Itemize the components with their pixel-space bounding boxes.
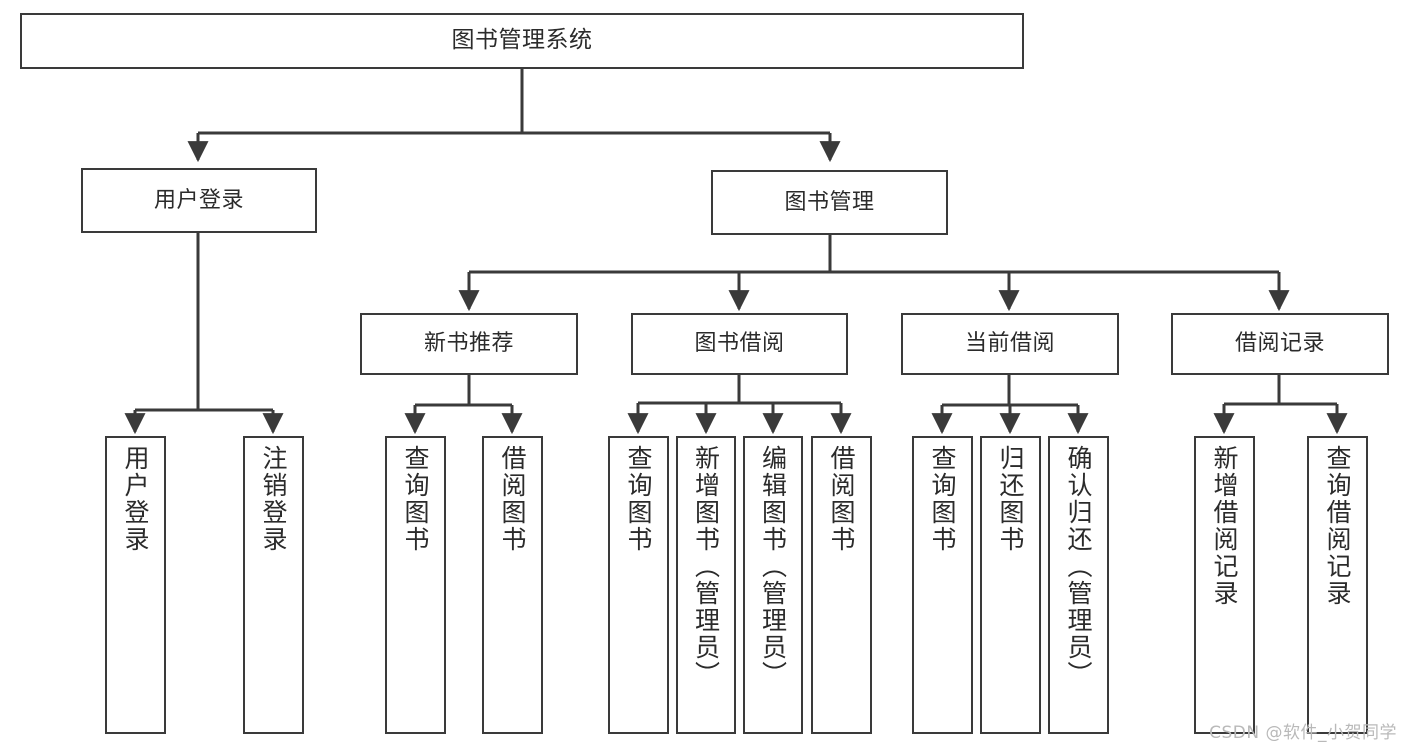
node-label: 借阅图书 [498, 445, 527, 553]
leaf-book-borrow-edit-book-admin[interactable]: 编辑图书（管理员） [743, 436, 803, 734]
leaf-current-borrow-query-book[interactable]: 查询图书 [912, 436, 973, 734]
node-label: 查询图书 [401, 445, 430, 553]
node-label: 新书推荐 [423, 331, 514, 357]
node-label: 新增图书（管理员） [691, 445, 721, 688]
leaf-user-login-logout[interactable]: 注销登录 [243, 436, 304, 734]
leaf-new-book-query-book[interactable]: 查询图书 [385, 436, 446, 734]
leaf-book-borrow-add-book-admin[interactable]: 新增图书（管理员） [676, 436, 736, 734]
node-borrow-record[interactable]: 借阅记录 [1171, 313, 1389, 375]
watermark: CSDN @软件_小贺同学 [1209, 723, 1397, 743]
node-label: 编辑图书（管理员） [758, 445, 788, 688]
node-label: 当前借阅 [964, 331, 1055, 357]
node-label: 确认归还（管理员） [1064, 445, 1093, 688]
node-current-borrow[interactable]: 当前借阅 [901, 313, 1119, 375]
leaf-user-login-login[interactable]: 用户登录 [105, 436, 166, 734]
node-label: 查询图书 [624, 445, 653, 553]
node-label: 图书管理 [784, 189, 875, 215]
leaf-borrow-record-query-record[interactable]: 查询借阅记录 [1307, 436, 1368, 734]
node-new-book-recommend[interactable]: 新书推荐 [360, 313, 578, 375]
node-label: 图书管理系统 [451, 27, 593, 54]
node-label: 图书借阅 [694, 331, 785, 357]
leaf-borrow-record-add-record[interactable]: 新增借阅记录 [1194, 436, 1255, 734]
node-label: 借阅图书 [827, 445, 856, 553]
leaf-book-borrow-borrow-book[interactable]: 借阅图书 [811, 436, 872, 734]
leaf-new-book-borrow-book[interactable]: 借阅图书 [482, 436, 543, 734]
node-label: 查询借阅记录 [1323, 445, 1352, 607]
node-label: 用户登录 [121, 445, 150, 553]
node-label: 用户登录 [153, 187, 244, 213]
node-label: 新增借阅记录 [1210, 445, 1239, 607]
node-label: 归还图书 [996, 445, 1025, 553]
node-label: 查询图书 [928, 445, 957, 553]
leaf-book-borrow-query-book[interactable]: 查询图书 [608, 436, 669, 734]
node-user-login[interactable]: 用户登录 [81, 168, 317, 233]
node-book-borrow[interactable]: 图书借阅 [631, 313, 848, 375]
leaf-current-borrow-confirm-return-admin[interactable]: 确认归还（管理员） [1048, 436, 1109, 734]
node-label: 注销登录 [259, 445, 288, 553]
leaf-current-borrow-return-book[interactable]: 归还图书 [980, 436, 1041, 734]
node-root-book-management-system[interactable]: 图书管理系统 [20, 13, 1024, 69]
node-book-management[interactable]: 图书管理 [711, 170, 948, 235]
node-label: 借阅记录 [1234, 331, 1325, 357]
